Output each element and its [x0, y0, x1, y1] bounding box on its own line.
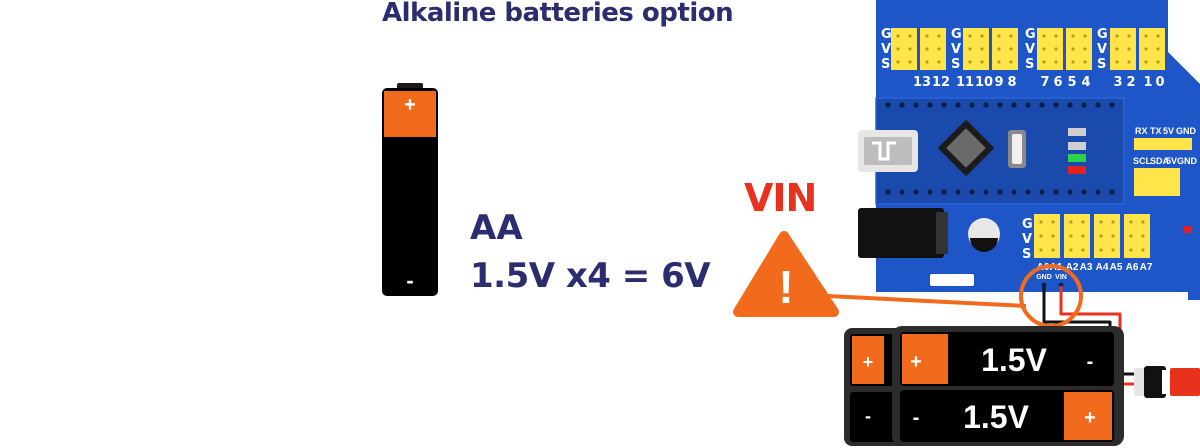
vin-warning-label: VIN — [744, 176, 817, 220]
voltage-formula-label: 1.5V x4 = 6V — [470, 256, 711, 296]
svg-text:G: G — [1097, 27, 1108, 42]
small-component — [930, 274, 974, 286]
top-header-holes — [896, 34, 1160, 64]
battery-minus-sign: - — [406, 268, 413, 293]
nano-header-dots — [885, 102, 1115, 195]
i2c-labels: SCL SDA 5V GND — [1133, 156, 1198, 166]
svg-text:G: G — [1022, 217, 1033, 232]
svg-text:10: 10 — [975, 75, 993, 90]
pack-top-plus: + — [910, 351, 922, 373]
warning-triangle-icon: ! — [733, 231, 839, 317]
top-pin-headers — [891, 28, 1165, 70]
usb-connector-icon — [858, 130, 918, 172]
pack-top-voltage: 1.5V — [981, 342, 1047, 378]
svg-text:SDA: SDA — [1150, 156, 1170, 166]
svg-text:7: 7 — [1040, 75, 1049, 90]
analog-header-holes — [1039, 220, 1145, 252]
svg-text:GND: GND — [1177, 156, 1198, 166]
svg-text:VIN: VIN — [1055, 274, 1067, 281]
svg-text:11: 11 — [956, 75, 974, 90]
battery-type-label: AA — [470, 208, 523, 248]
svg-text:5V: 5V — [1163, 126, 1174, 136]
svg-text:V: V — [951, 42, 961, 57]
svg-text:A5: A5 — [1110, 262, 1123, 273]
page-title: Alkaline batteries option — [382, 0, 734, 28]
svg-text:1: 1 — [1143, 75, 1152, 90]
svg-text:S: S — [951, 57, 960, 72]
svg-text:0: 0 — [1155, 75, 1164, 90]
svg-text:G: G — [881, 27, 892, 42]
aux-header — [1134, 168, 1180, 196]
battery-connector-icon — [1134, 366, 1200, 398]
svg-text:S: S — [1022, 247, 1031, 262]
battery-plus-sign: + — [404, 94, 416, 116]
analog-gvs-labels: G V S — [1022, 217, 1033, 262]
svg-text:G: G — [951, 27, 962, 42]
aa-battery-icon: + - — [382, 83, 438, 296]
svg-text:4: 4 — [1081, 75, 1090, 90]
capacitor-icon — [968, 218, 1000, 252]
reset-button-icon — [1008, 130, 1026, 168]
digital-pin-labels: 13 12 11 10 9 8 7 6 5 4 3 2 1 0 — [913, 75, 1165, 90]
expansion-board: G V S G V S G V S G V S — [858, 0, 1200, 300]
svg-text:S: S — [1097, 57, 1106, 72]
svg-text:8: 8 — [1007, 75, 1016, 90]
analog-pin-headers — [1034, 214, 1150, 258]
svg-text:V: V — [1025, 42, 1035, 57]
svg-text:A4: A4 — [1096, 262, 1109, 273]
battery-pack: + - + 1.5V - - 1.5V + — [844, 326, 1124, 446]
svg-text:A2: A2 — [1066, 262, 1079, 273]
status-leds-icon — [1068, 128, 1086, 174]
uart-labels: RX TX 5V GND — [1135, 126, 1197, 136]
svg-text:SCL: SCL — [1133, 156, 1152, 166]
pack-bottom-plus: + — [1084, 407, 1096, 429]
pack-bottom-minus: - — [913, 407, 920, 429]
svg-text:S: S — [1025, 57, 1034, 72]
svg-text:RX: RX — [1135, 126, 1148, 136]
uart-header — [1134, 138, 1192, 150]
top-gvs-labels: G V S G V S G V S G V S — [881, 27, 1108, 72]
pack-bottom-voltage: 1.5V — [963, 399, 1029, 435]
dc-jack-icon — [858, 208, 948, 258]
svg-text:GND: GND — [1036, 274, 1052, 281]
svg-text:S: S — [881, 57, 890, 72]
svg-text:5: 5 — [1067, 75, 1076, 90]
svg-text:A6: A6 — [1126, 262, 1139, 273]
pack-cell-top — [900, 332, 1114, 386]
power-led — [1184, 226, 1192, 233]
svg-text:V: V — [1022, 232, 1032, 247]
pack-back-minus: - — [865, 406, 871, 426]
warning-exclamation: ! — [778, 261, 793, 313]
svg-text:6: 6 — [1053, 75, 1062, 90]
power-terminal-labels: GND VIN — [1036, 274, 1067, 281]
svg-text:A3: A3 — [1080, 262, 1093, 273]
svg-text:G: G — [1025, 27, 1036, 42]
pack-back-plus: + — [863, 352, 874, 372]
svg-text:GND: GND — [1176, 126, 1197, 136]
svg-text:9: 9 — [994, 75, 1003, 90]
svg-text:TX: TX — [1150, 126, 1162, 136]
svg-text:V: V — [881, 42, 891, 57]
svg-text:3: 3 — [1113, 75, 1122, 90]
svg-text:2: 2 — [1126, 75, 1135, 90]
pack-cell-bottom — [900, 390, 1114, 442]
svg-text:13: 13 — [913, 75, 931, 90]
svg-text:V: V — [1097, 42, 1107, 57]
svg-text:5V: 5V — [1166, 156, 1177, 166]
svg-text:A7: A7 — [1140, 262, 1153, 273]
pack-top-minus: - — [1087, 351, 1094, 373]
svg-text:12: 12 — [932, 75, 950, 90]
